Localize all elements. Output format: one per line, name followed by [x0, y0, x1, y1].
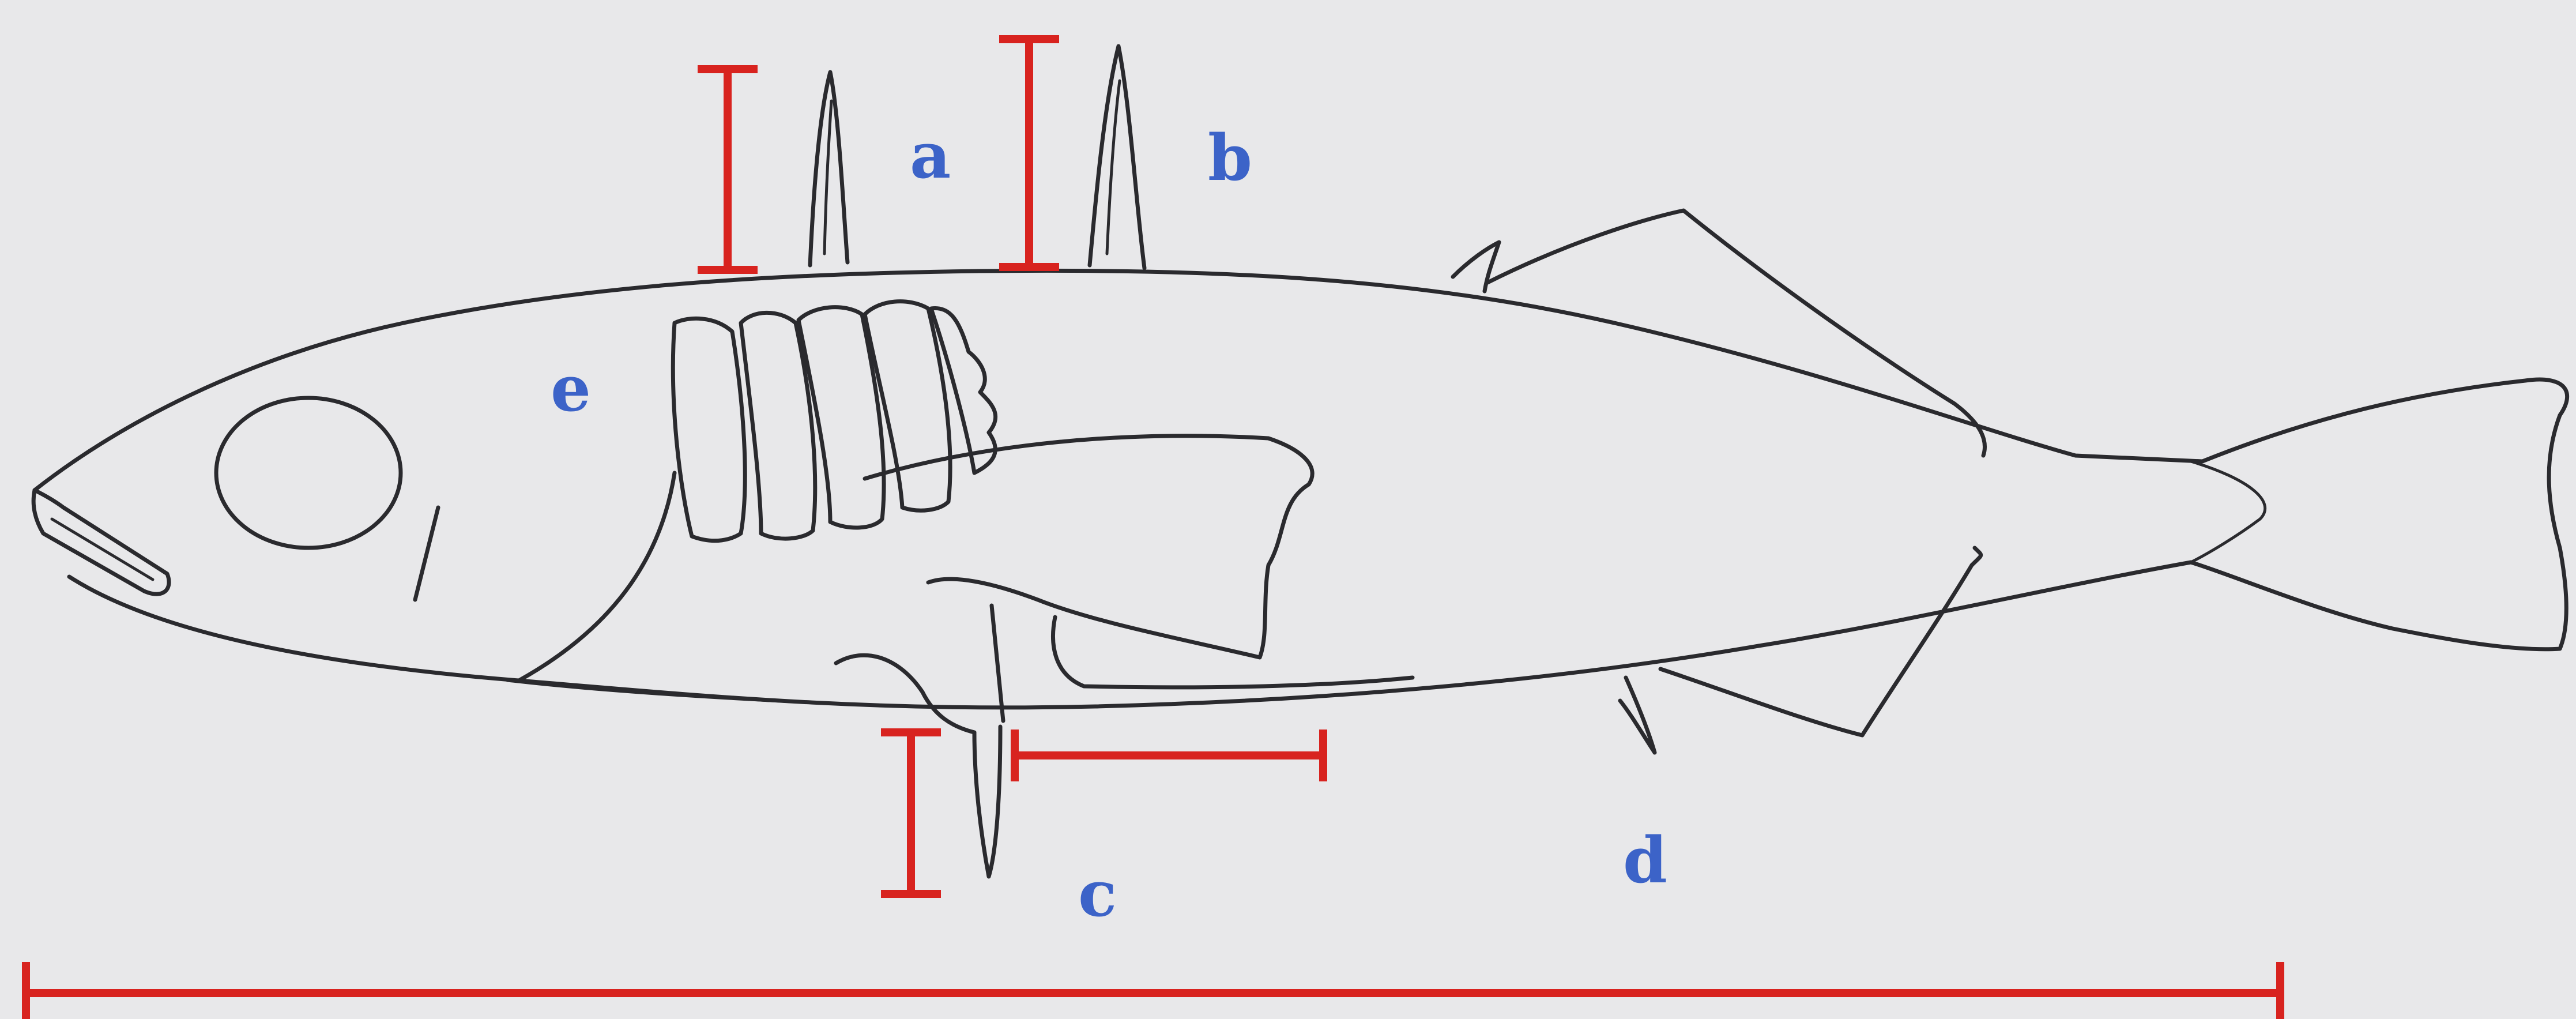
- label-c: c: [1078, 856, 1117, 931]
- caudal-fin: [2191, 379, 2567, 649]
- ventral-spine: [974, 727, 1000, 877]
- pectoral-fin: [865, 436, 1312, 657]
- dorsal-spine-third: [1453, 242, 1499, 291]
- dorsal-spine-second: [1090, 46, 1144, 268]
- measurement-bars: [26, 39, 2280, 1019]
- anal-spine: [1620, 678, 1655, 753]
- caudal-keel: [2191, 461, 2265, 562]
- pelvic-spine-body: [992, 606, 1003, 721]
- anal-fin: [1660, 548, 1981, 735]
- measure-dorsal-spine-first: [698, 69, 758, 270]
- measure-pelvic-girdle: [1015, 730, 1323, 781]
- label-e: e: [551, 351, 591, 426]
- lateral-plates: [673, 302, 995, 541]
- eye: [216, 398, 401, 548]
- dorsal-fin: [1487, 210, 1985, 456]
- label-b: b: [1208, 121, 1252, 195]
- label-a: a: [910, 118, 951, 193]
- label-d: d: [1623, 823, 1667, 897]
- operculum: [519, 473, 675, 680]
- measure-dorsal-spine-second: [999, 39, 1059, 267]
- pelvic-fin-base: [836, 655, 974, 732]
- measure-standard-length: [26, 962, 2280, 1019]
- measure-ventral-spine: [881, 732, 941, 894]
- preopercle-mark: [415, 507, 438, 600]
- dorsal-contour: [35, 270, 2202, 490]
